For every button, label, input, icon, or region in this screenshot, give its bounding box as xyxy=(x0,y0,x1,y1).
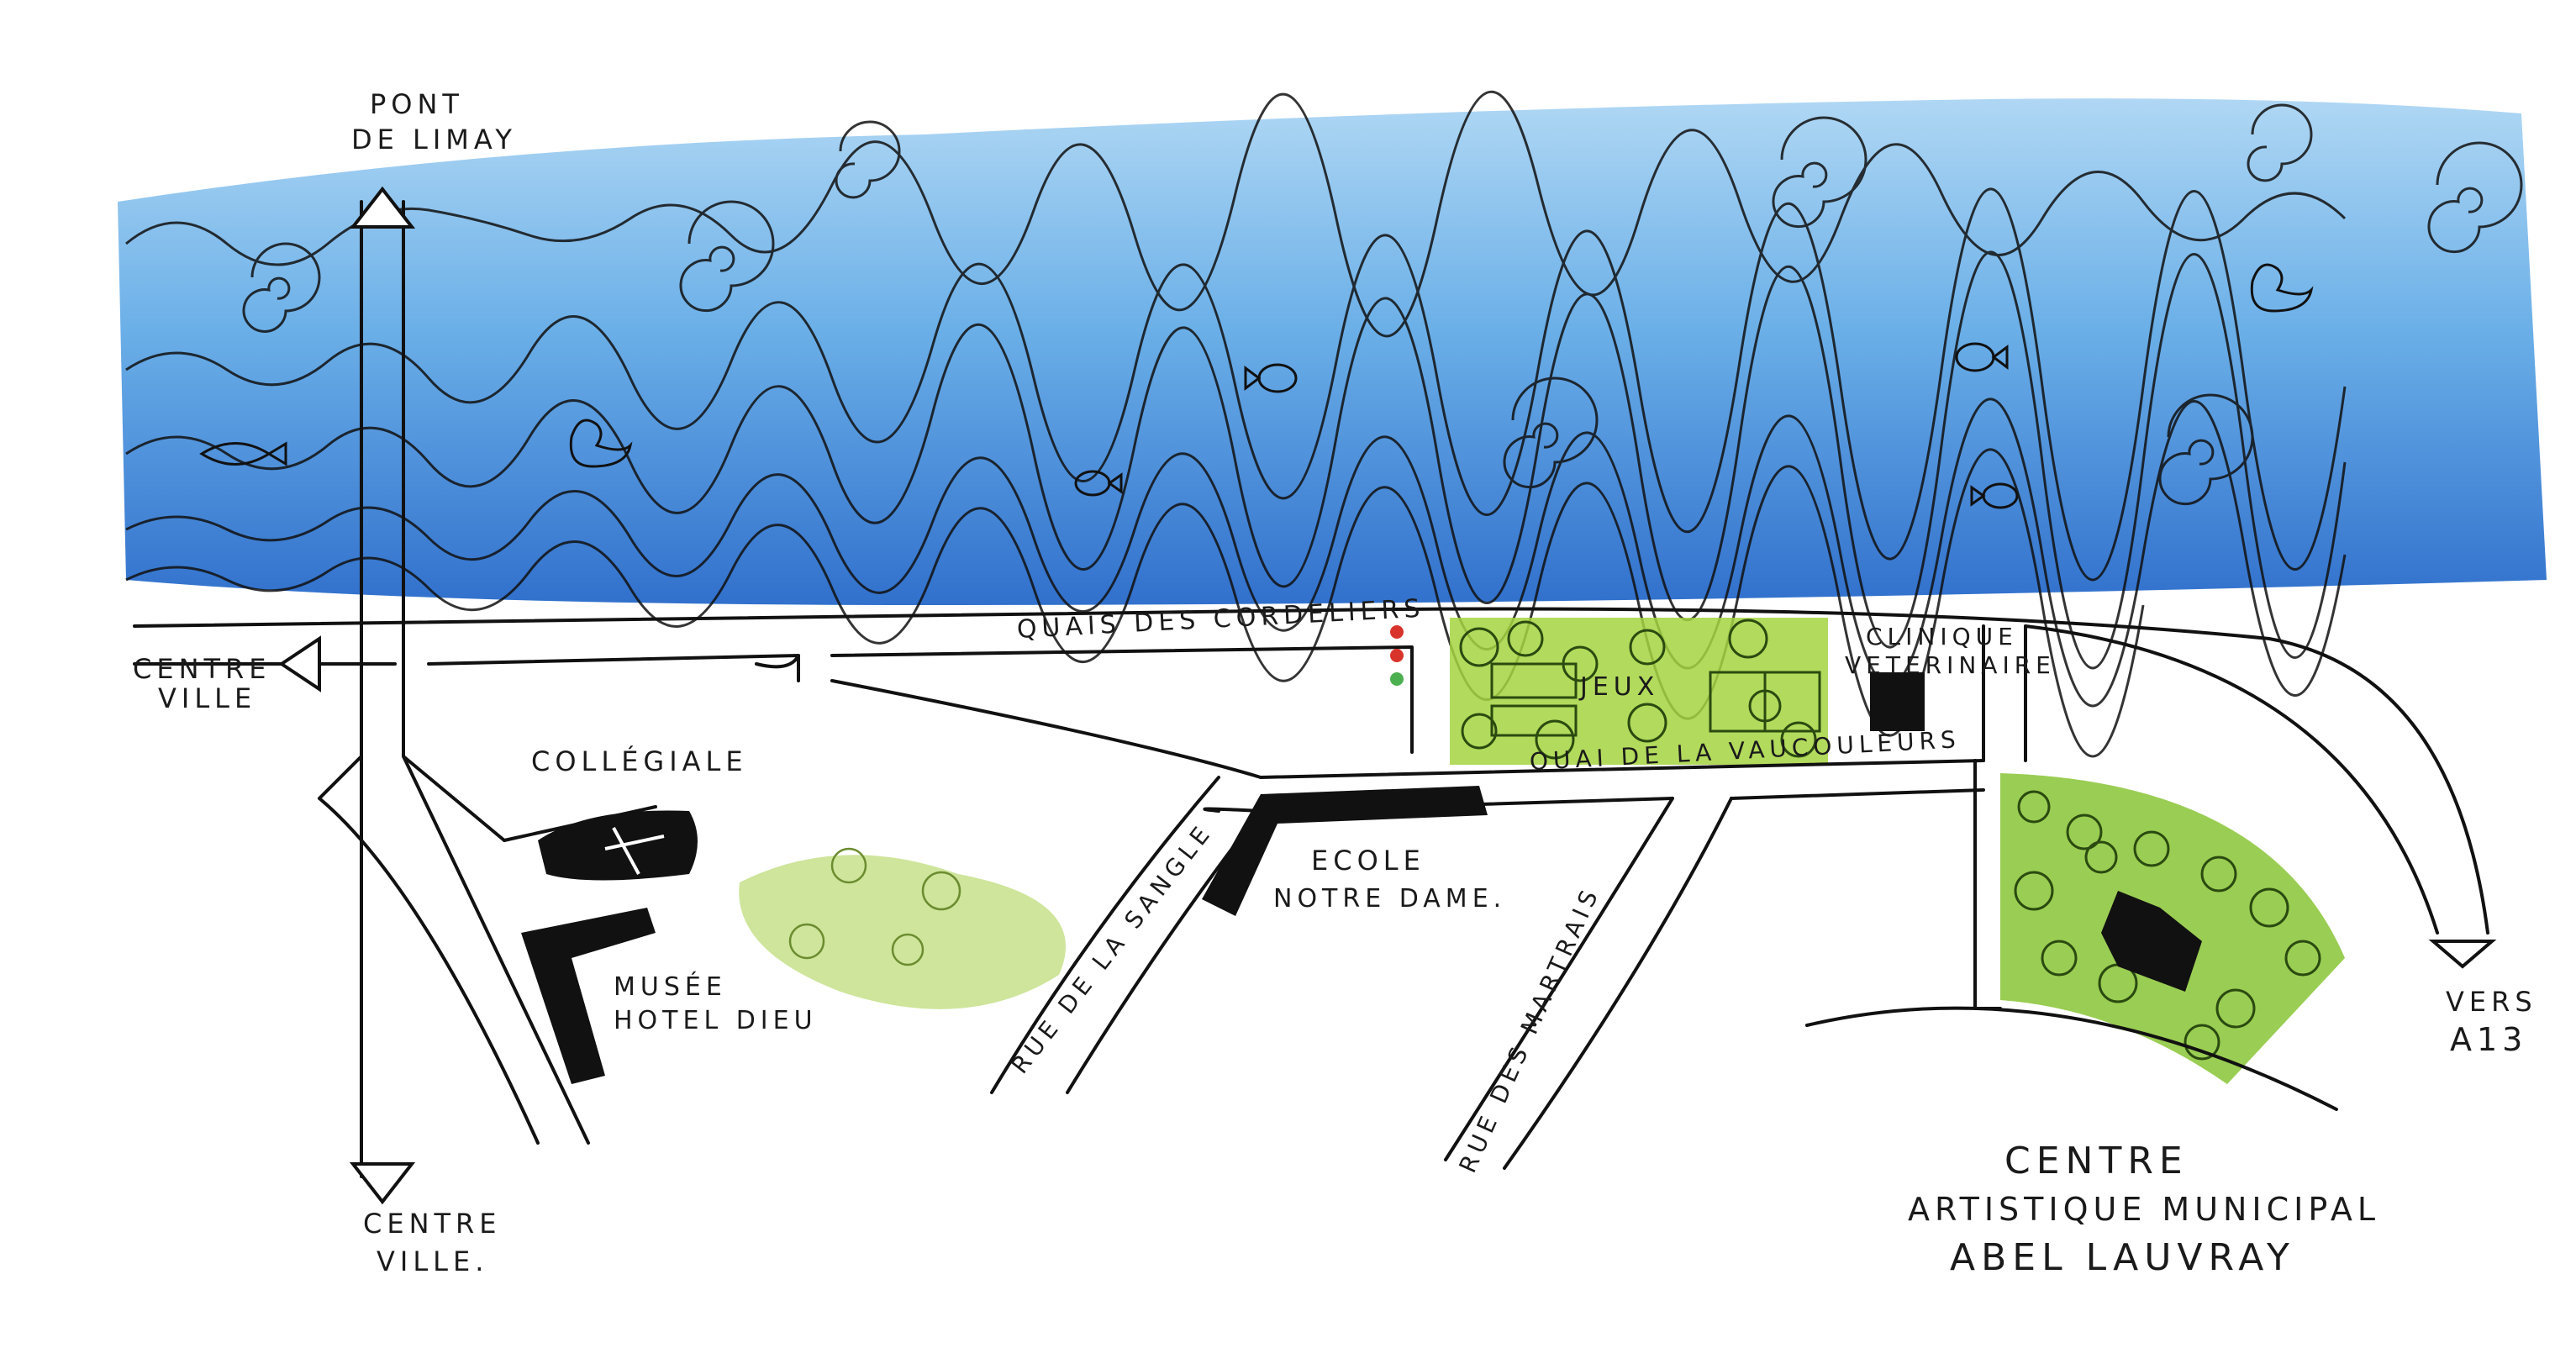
label-hotel-dieu: HOTEL DIEU xyxy=(614,1006,818,1035)
musee-building xyxy=(521,908,656,1084)
label-notre-dame: NOTRE DAME. xyxy=(1273,884,1507,914)
park-light xyxy=(739,847,1066,1009)
park-centre-artistique xyxy=(2000,773,2345,1084)
duck-icon xyxy=(569,419,633,468)
label-ecole: ECOLE xyxy=(1311,845,1425,877)
label-clinique: CLINIQUE xyxy=(1866,623,2018,650)
label-a13: A13 xyxy=(2450,1021,2528,1058)
label-vers: VERS xyxy=(2446,986,2537,1018)
label-centre-ville-south-2: VILLE. xyxy=(377,1245,489,1277)
park-jeux xyxy=(1450,618,1925,765)
label-collegiale: COLLÉGIALE xyxy=(531,745,748,777)
river xyxy=(118,90,2547,758)
traffic-light-icon xyxy=(1390,625,1404,686)
fish-icon xyxy=(1244,363,1298,393)
label-artistique-municipal: ARTISTIQUE MUNICIPAL xyxy=(1908,1191,2381,1228)
clinique-building xyxy=(1870,672,1925,731)
cross-icon xyxy=(604,827,665,875)
arrow-icon xyxy=(278,186,2497,1205)
fish-icon xyxy=(1970,482,2019,509)
ecole-building xyxy=(1202,786,1488,916)
fish-icon xyxy=(199,441,287,466)
label-jeux: JEUX xyxy=(1580,672,1660,702)
label-abel-lauvray: ABEL LAUVRAY xyxy=(1950,1236,2295,1279)
fish-icon xyxy=(1074,470,1123,497)
label-veterinaire: VETERINAIRE xyxy=(1845,651,2056,679)
label-centre-ville-west-2: VILLE xyxy=(158,682,257,714)
centre-artistique-building xyxy=(2101,891,2202,992)
label-centre-ville-west: CENTRE xyxy=(133,653,271,685)
fish-icon xyxy=(1955,342,2009,372)
label-centre-ville-south: CENTRE xyxy=(363,1208,502,1240)
roads xyxy=(133,200,2489,1178)
duck-icon xyxy=(2250,263,2314,313)
label-musee: MUSÉE xyxy=(614,972,727,1002)
label-pont: PONT xyxy=(370,88,464,120)
label-pont-de-limay: DE LIMAY xyxy=(351,124,517,155)
label-centre-artistique: CENTRE xyxy=(2004,1140,2189,1182)
